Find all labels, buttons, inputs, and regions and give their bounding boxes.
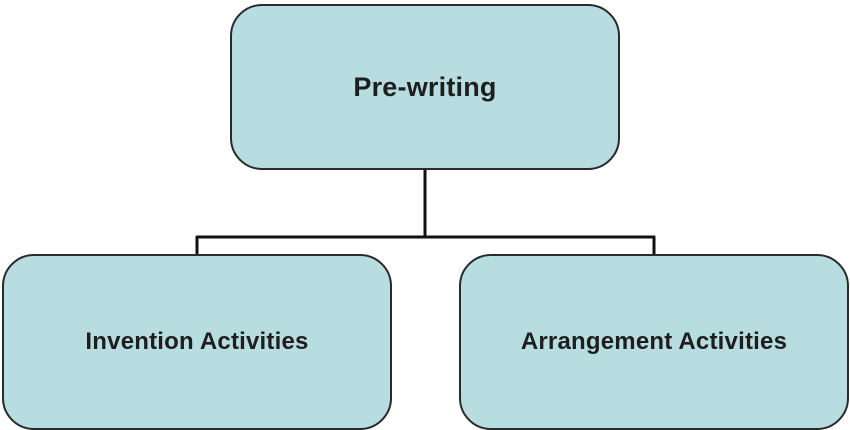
child-node-box-arrangement: Arrangement Activities [459, 254, 849, 430]
root-node-box: Pre-writing [230, 4, 620, 170]
child-node-box-invention: Invention Activities [2, 254, 392, 430]
child-node-label-arrangement: Arrangement Activities [520, 328, 788, 355]
child-node-label-invention: Invention Activities [85, 328, 309, 355]
root-node-label: Pre-writing [353, 71, 497, 102]
